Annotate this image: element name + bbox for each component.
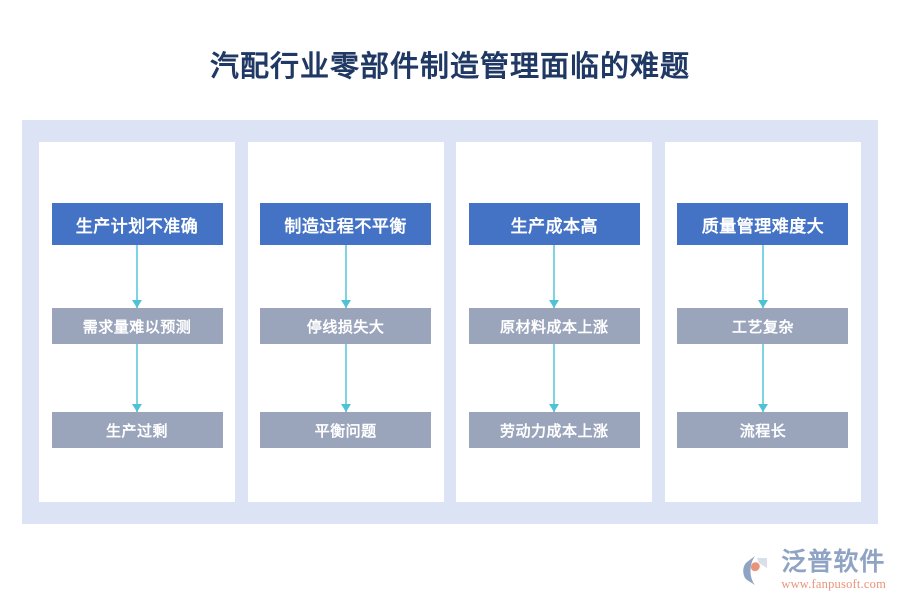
arrow-down-icon <box>52 344 223 412</box>
arrow-shaft <box>344 245 347 308</box>
column-item-box[interactable]: 需求量难以预测 <box>51 308 223 344</box>
arrow-shaft <box>761 245 764 308</box>
arrow-head <box>340 300 351 308</box>
arrow-head <box>549 404 560 412</box>
column-quality-management: 质量管理难度大 工艺复杂 流程长 <box>664 142 861 502</box>
column-item-box[interactable]: 流程长 <box>677 412 849 448</box>
column-heading-box[interactable]: 制造过程不平衡 <box>260 203 432 245</box>
column-item-box[interactable]: 平衡问题 <box>260 412 432 448</box>
arrow-shaft <box>136 344 138 412</box>
arrow-down-icon <box>52 245 223 308</box>
column-item-box[interactable]: 工艺复杂 <box>677 308 849 344</box>
arrow-down-icon <box>260 344 431 412</box>
arrow-shaft <box>553 245 556 308</box>
page-title: 汽配行业零部件制造管理面临的难题 <box>209 51 690 83</box>
column-heading-box[interactable]: 质量管理难度大 <box>677 203 849 245</box>
arrow-head <box>757 300 768 308</box>
logo-text-block: 泛普软件 www.fanpusoft.com <box>781 550 886 591</box>
column-item-box[interactable]: 生产过剩 <box>51 412 223 448</box>
column-item-box[interactable]: 原材料成本上涨 <box>468 308 640 344</box>
arrow-down-icon <box>677 245 848 308</box>
arrow-head <box>132 404 142 412</box>
arrow-head <box>549 300 560 308</box>
arrow-down-icon <box>260 245 431 308</box>
arrow-down-icon <box>469 344 640 412</box>
arrow-down-icon <box>677 344 848 412</box>
logo-company-name: 泛普软件 <box>781 548 886 576</box>
arrow-shaft <box>553 344 556 412</box>
arrow-head <box>757 404 768 412</box>
column-heading-box[interactable]: 生产成本高 <box>468 203 640 245</box>
column-production-cost: 生产成本高 原材料成本上涨 劳动力成本上涨 <box>456 142 653 502</box>
fanpu-logo-icon <box>743 555 768 585</box>
arrow-head <box>340 404 351 412</box>
column-production-plan: 生产计划不准确 需求量难以预测 生产过剩 <box>39 142 235 502</box>
brand-logo: 泛普软件 www.fanpusoft.com <box>741 550 886 591</box>
diagram-panel: 泛普软件 生产计划不准确 需求量难以预测 生产过剩 制造过程不平衡 停线损失大 <box>22 120 878 524</box>
columns-container: 生产计划不准确 需求量难以预测 生产过剩 制造过程不平衡 停线损失大 <box>22 120 878 524</box>
column-item-box[interactable]: 停线损失大 <box>260 308 432 344</box>
column-heading-box[interactable]: 生产计划不准确 <box>51 203 223 245</box>
column-item-box[interactable]: 劳动力成本上涨 <box>468 412 640 448</box>
arrow-shaft <box>136 245 138 308</box>
arrow-shaft <box>761 344 764 412</box>
arrow-head <box>132 300 142 308</box>
arrow-down-icon <box>469 245 640 308</box>
column-manufacturing-process: 制造过程不平衡 停线损失大 平衡问题 <box>247 142 444 502</box>
logo-website-url: www.fanpusoft.com <box>781 576 886 591</box>
arrow-shaft <box>344 344 347 412</box>
